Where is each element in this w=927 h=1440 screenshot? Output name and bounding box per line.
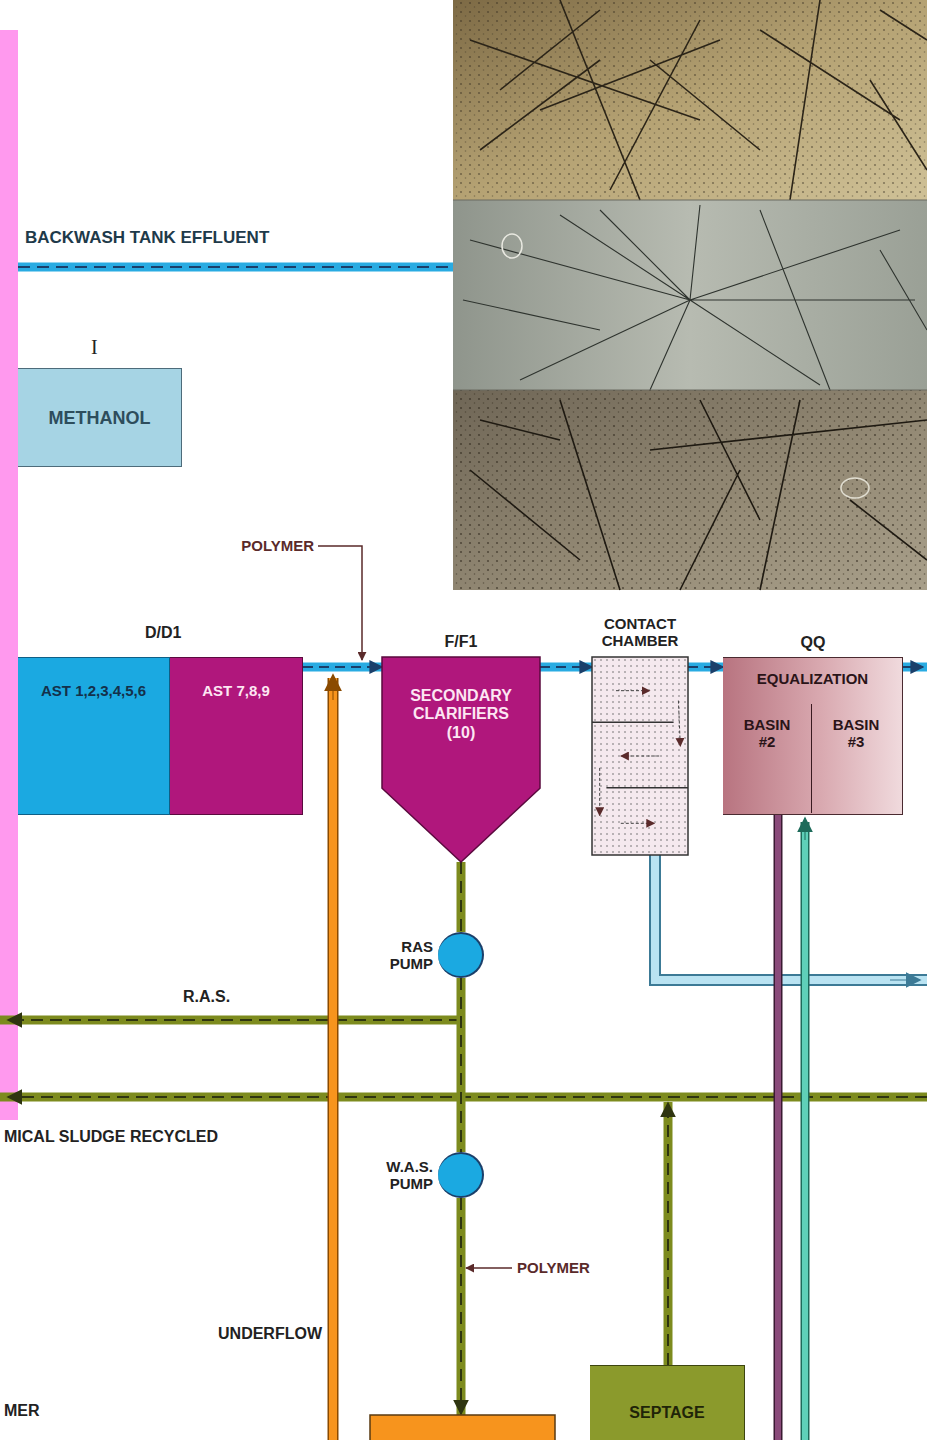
flow-line-body: [457, 978, 466, 1152]
underflow-line: [328, 678, 339, 1440]
basin-return-line-core: [802, 822, 808, 1440]
stream-label: MICAL SLUDGE RECYCLED: [4, 1128, 218, 1146]
cell: [502, 234, 522, 258]
micrograph-band: [453, 390, 927, 590]
node-text: METHANOL: [49, 408, 151, 429]
side-bar: [0, 30, 18, 1120]
flow-line-body: [688, 663, 723, 672]
filament: [470, 400, 927, 590]
sludge-recycle-line-dash: [8, 1096, 927, 1098]
septage-line-dash: [667, 1103, 669, 1365]
clarifier-tank: SECONDARY CLARIFIERS (10)F/F1: [382, 657, 540, 862]
was-line: [457, 1198, 466, 1415]
flow-path-arrow: [621, 756, 659, 757]
basin-return-line: [801, 822, 810, 1440]
flow-out-line: [903, 663, 927, 672]
underflow-arrow: [333, 675, 334, 700]
clarifier-outline: [382, 657, 540, 862]
backwash-line: [18, 263, 455, 272]
septage-line: [664, 1102, 673, 1365]
stream-label: BACKWASH TANK EFFLUENT: [25, 228, 269, 248]
underflow-line-core: [329, 678, 337, 1440]
node-heading: CONTACT CHAMBER: [585, 615, 695, 650]
effluent-line: [655, 855, 927, 980]
node-text: SEPTAGE: [629, 1404, 704, 1422]
node-text: SECONDARY CLARIFIERS (10): [405, 687, 517, 742]
flow-line-body: [303, 663, 382, 672]
node-heading: F/F1: [382, 633, 540, 651]
pump-label: RAS PUMP: [375, 938, 433, 973]
baffle: [606, 787, 688, 789]
flow-line-body: [540, 663, 592, 672]
flow-path-arrow: [678, 701, 680, 747]
flow-line: [303, 667, 382, 668]
chamber-outline: [592, 657, 688, 855]
baffle: [592, 722, 674, 724]
filament: [470, 0, 927, 200]
backwash-line-dash: [18, 266, 455, 268]
flow-out-line-dash: [903, 666, 923, 668]
micrograph: [453, 0, 927, 590]
polymer-feed-line: [318, 546, 362, 660]
chamber-outline: [592, 657, 688, 855]
flow-path-arrow: [621, 823, 655, 824]
chemical-label: POLYMER: [517, 1259, 590, 1276]
basin-drain-line-core: [775, 815, 781, 1440]
ras-line: [0, 1016, 461, 1025]
micrograph-band: [453, 200, 927, 390]
was-line-dash: [460, 1198, 462, 1414]
micrograph-texture: [453, 390, 927, 590]
micrograph-band: [453, 0, 927, 200]
flow-path-arrow: [599, 768, 600, 816]
effluent-line-core: [655, 855, 927, 980]
node-text: BASIN #3: [828, 716, 884, 751]
thickener-box: [370, 1415, 555, 1440]
flow-line-dash: [303, 666, 382, 668]
flow-line: [688, 667, 723, 668]
pump-symbol: RAS PUMP: [438, 932, 484, 978]
cell: [841, 478, 869, 498]
callout-letter: I: [91, 336, 98, 359]
stream-label: UNDERFLOW: [218, 1325, 322, 1343]
flow-line: [461, 978, 462, 1152]
effluent-arrow: [890, 980, 920, 981]
flow-line-dash: [460, 978, 462, 1152]
flow-line-dash: [460, 862, 462, 932]
node-heading: QQ: [723, 634, 903, 652]
aeration-tank-box: AST 7,8,9: [170, 657, 303, 815]
flow-line: [540, 667, 592, 668]
basin-return-arrow: [805, 818, 806, 840]
node-text: EQUALIZATION: [757, 670, 868, 687]
node-text: BASIN #2: [739, 716, 795, 751]
ras-line-dash: [8, 1019, 461, 1021]
unit-code: D/D1: [145, 624, 181, 642]
septage-tank: SEPTAGE: [590, 1365, 745, 1440]
flow-line-dash: [688, 666, 723, 668]
filament: [463, 205, 927, 390]
basin-cell: BASIN #3: [811, 704, 900, 813]
flow-path-arrow: [616, 690, 650, 691]
flow-line-dash: [540, 666, 592, 668]
polymer-feed-line: [466, 1267, 512, 1269]
node-text: AST 7,8,9: [202, 682, 270, 699]
node-text: AST 1,2,3,4,5,6: [41, 682, 146, 699]
aeration-tank-box: AST 1,2,3,4,5,6: [18, 657, 170, 815]
chemical-label: POLYMER: [241, 537, 314, 554]
band-edge: [453, 200, 927, 201]
basin-drain-line: [774, 815, 783, 1440]
pump-symbol: W.A.S. PUMP: [438, 1152, 484, 1198]
equalization-basin: EQUALIZATIONQQBASIN #2BASIN #3: [723, 657, 903, 815]
flow-line-body: [457, 862, 466, 932]
stream-label: R.A.S.: [183, 988, 230, 1006]
pump-label: W.A.S. PUMP: [375, 1158, 433, 1193]
flow-line: [461, 862, 462, 932]
chemical-feed-box: METHANOL: [18, 368, 182, 467]
basin-cell: BASIN #2: [723, 704, 811, 813]
contact-chamber: CONTACT CHAMBER: [592, 657, 688, 855]
band-edge: [453, 390, 927, 391]
micrograph-texture: [453, 0, 927, 200]
chemical-label: MER: [4, 1402, 40, 1420]
